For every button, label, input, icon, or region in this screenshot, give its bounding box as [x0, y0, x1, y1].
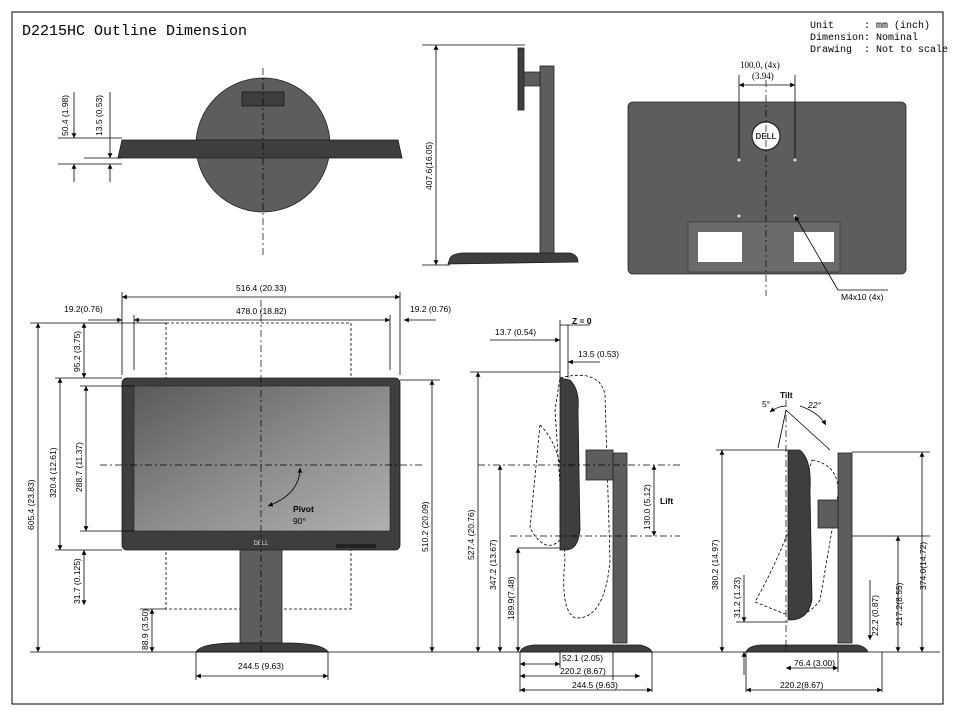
lift-low-height: 189.9(7.48) — [506, 576, 516, 620]
rear-view-vesa-label: 100.0, (4x) — [740, 60, 780, 70]
tilt-220-width: 220.2(8.67) — [780, 680, 824, 690]
side-view-base — [447, 252, 579, 265]
tilt-panel — [787, 449, 813, 621]
drawing-frame — [11, 11, 944, 705]
top-view: 50.4 (1.98) 13.5 (0.53) — [58, 68, 403, 255]
front-view-screen — [133, 385, 391, 532]
tilt-22-height: 22.2 (0.87) — [870, 595, 880, 636]
front-bezel-right: 19.2 (0.76) — [410, 304, 451, 314]
lift-max-height: 527.4 (20.76) — [466, 509, 476, 560]
lift-pivot-ghost — [554, 374, 611, 619]
front-lower-clearance: 88.9 (3.50) — [140, 609, 150, 650]
rear-view: DELL 100.0, (4x) (3.94) M4x10 (4x) — [627, 60, 907, 302]
side-view-tilt: Tilt 5° 22° 380.2 (14.97) 31.2 (1.23) 22… — [710, 390, 930, 693]
lift-front-depth: 13.7 (0.54) — [495, 327, 536, 337]
side-view-panel — [517, 47, 525, 111]
legend-drawing-label: Drawing — [810, 44, 852, 56]
lift-220-width: 220.2 (8.67) — [560, 666, 606, 676]
side-view-lift: Z = 0 13.7 (0.54) 13.5 (0.53) 527.4 (20.… — [466, 316, 680, 693]
tilt-31-height: 31.2 (1.23) — [732, 577, 742, 618]
front-panel-height: 320.4 (12.61) — [48, 447, 58, 498]
lift-back-depth: 13.5 (0.53) — [578, 349, 619, 359]
legend-block: Unit : mm (inch) Dimension : Nominal Dra… — [810, 20, 948, 56]
front-pivot-total: 605.4 (23.83) — [26, 479, 36, 530]
pivot-label: Pivot — [293, 504, 314, 514]
lift-stand — [612, 452, 628, 644]
tilt-stand — [837, 452, 853, 644]
tilt-label: Tilt — [780, 390, 793, 400]
lift-label: Lift — [660, 496, 673, 506]
legend-dimension-label: Dimension — [810, 32, 864, 44]
front-bottom-bezel: 31.7 (0.125) — [72, 558, 82, 604]
rear-view-screw-label: M4x10 (4x) — [841, 292, 884, 302]
lift-mid-height: 347.2 (13.67) — [488, 539, 498, 590]
lift-52-width: 52.1 (2.05) — [562, 653, 603, 663]
tilt-base — [745, 644, 869, 653]
lift-panel — [559, 377, 581, 551]
front-screen-height: 288.7 (11.37) — [74, 442, 84, 492]
top-view-thickness-label: 13.5 (0.53) — [94, 95, 104, 136]
tilt-76-width: 76.4 (3.00) — [794, 658, 835, 668]
tilt-217-height: 217.2(8.55) — [894, 582, 904, 626]
tilt-374-height: 374.0(14.72) — [918, 542, 928, 590]
lift-base — [519, 644, 653, 653]
side-view-stand — [539, 65, 555, 257]
tilt-forward-angle: 5° — [762, 399, 770, 409]
front-top-offset: 95.2 (3.75) — [72, 331, 82, 372]
legend-unit-value: : mm (inch) — [864, 20, 930, 32]
side-view-top: 407.6(16.05) — [422, 44, 579, 266]
page-title: D2215HC Outline Dimension — [22, 23, 247, 40]
front-base-width: 244.5 (9.63) — [238, 661, 284, 671]
lift-244-width: 244.5 (9.63) — [572, 680, 618, 690]
front-view-base — [195, 642, 329, 653]
front-overall-width: 516.4 (20.33) — [236, 283, 287, 293]
tilt-back-angle: 22° — [807, 400, 821, 410]
front-bezel-left: 19.2(0.76) — [64, 304, 103, 314]
lift-travel: 130.0 (5.12) — [642, 484, 652, 530]
legend-unit-label: Unit — [810, 20, 834, 32]
front-screen-width: 478.0 (18.82) — [236, 306, 287, 316]
lift-z-label: Z = 0 — [572, 316, 592, 326]
front-view: DELL Pivot 90° 516.4 (20.33) 478.0 (18.8… — [26, 283, 940, 680]
top-view-depth-label: 50.4 (1.98) — [60, 95, 70, 136]
front-total-height: 510.2 (20.09) — [420, 501, 430, 552]
top-view-panel — [117, 139, 403, 159]
pivot-angle: 90° — [293, 516, 306, 526]
side-view-height-label: 407.6(16.05) — [424, 142, 434, 190]
rear-view-vesa-inch: (3.94) — [752, 71, 774, 81]
tilt-380-height: 380.2 (14.97) — [710, 539, 720, 590]
legend-dimension-value: : Nominal — [864, 32, 918, 44]
legend-drawing-value: : Not to scale — [864, 44, 948, 56]
